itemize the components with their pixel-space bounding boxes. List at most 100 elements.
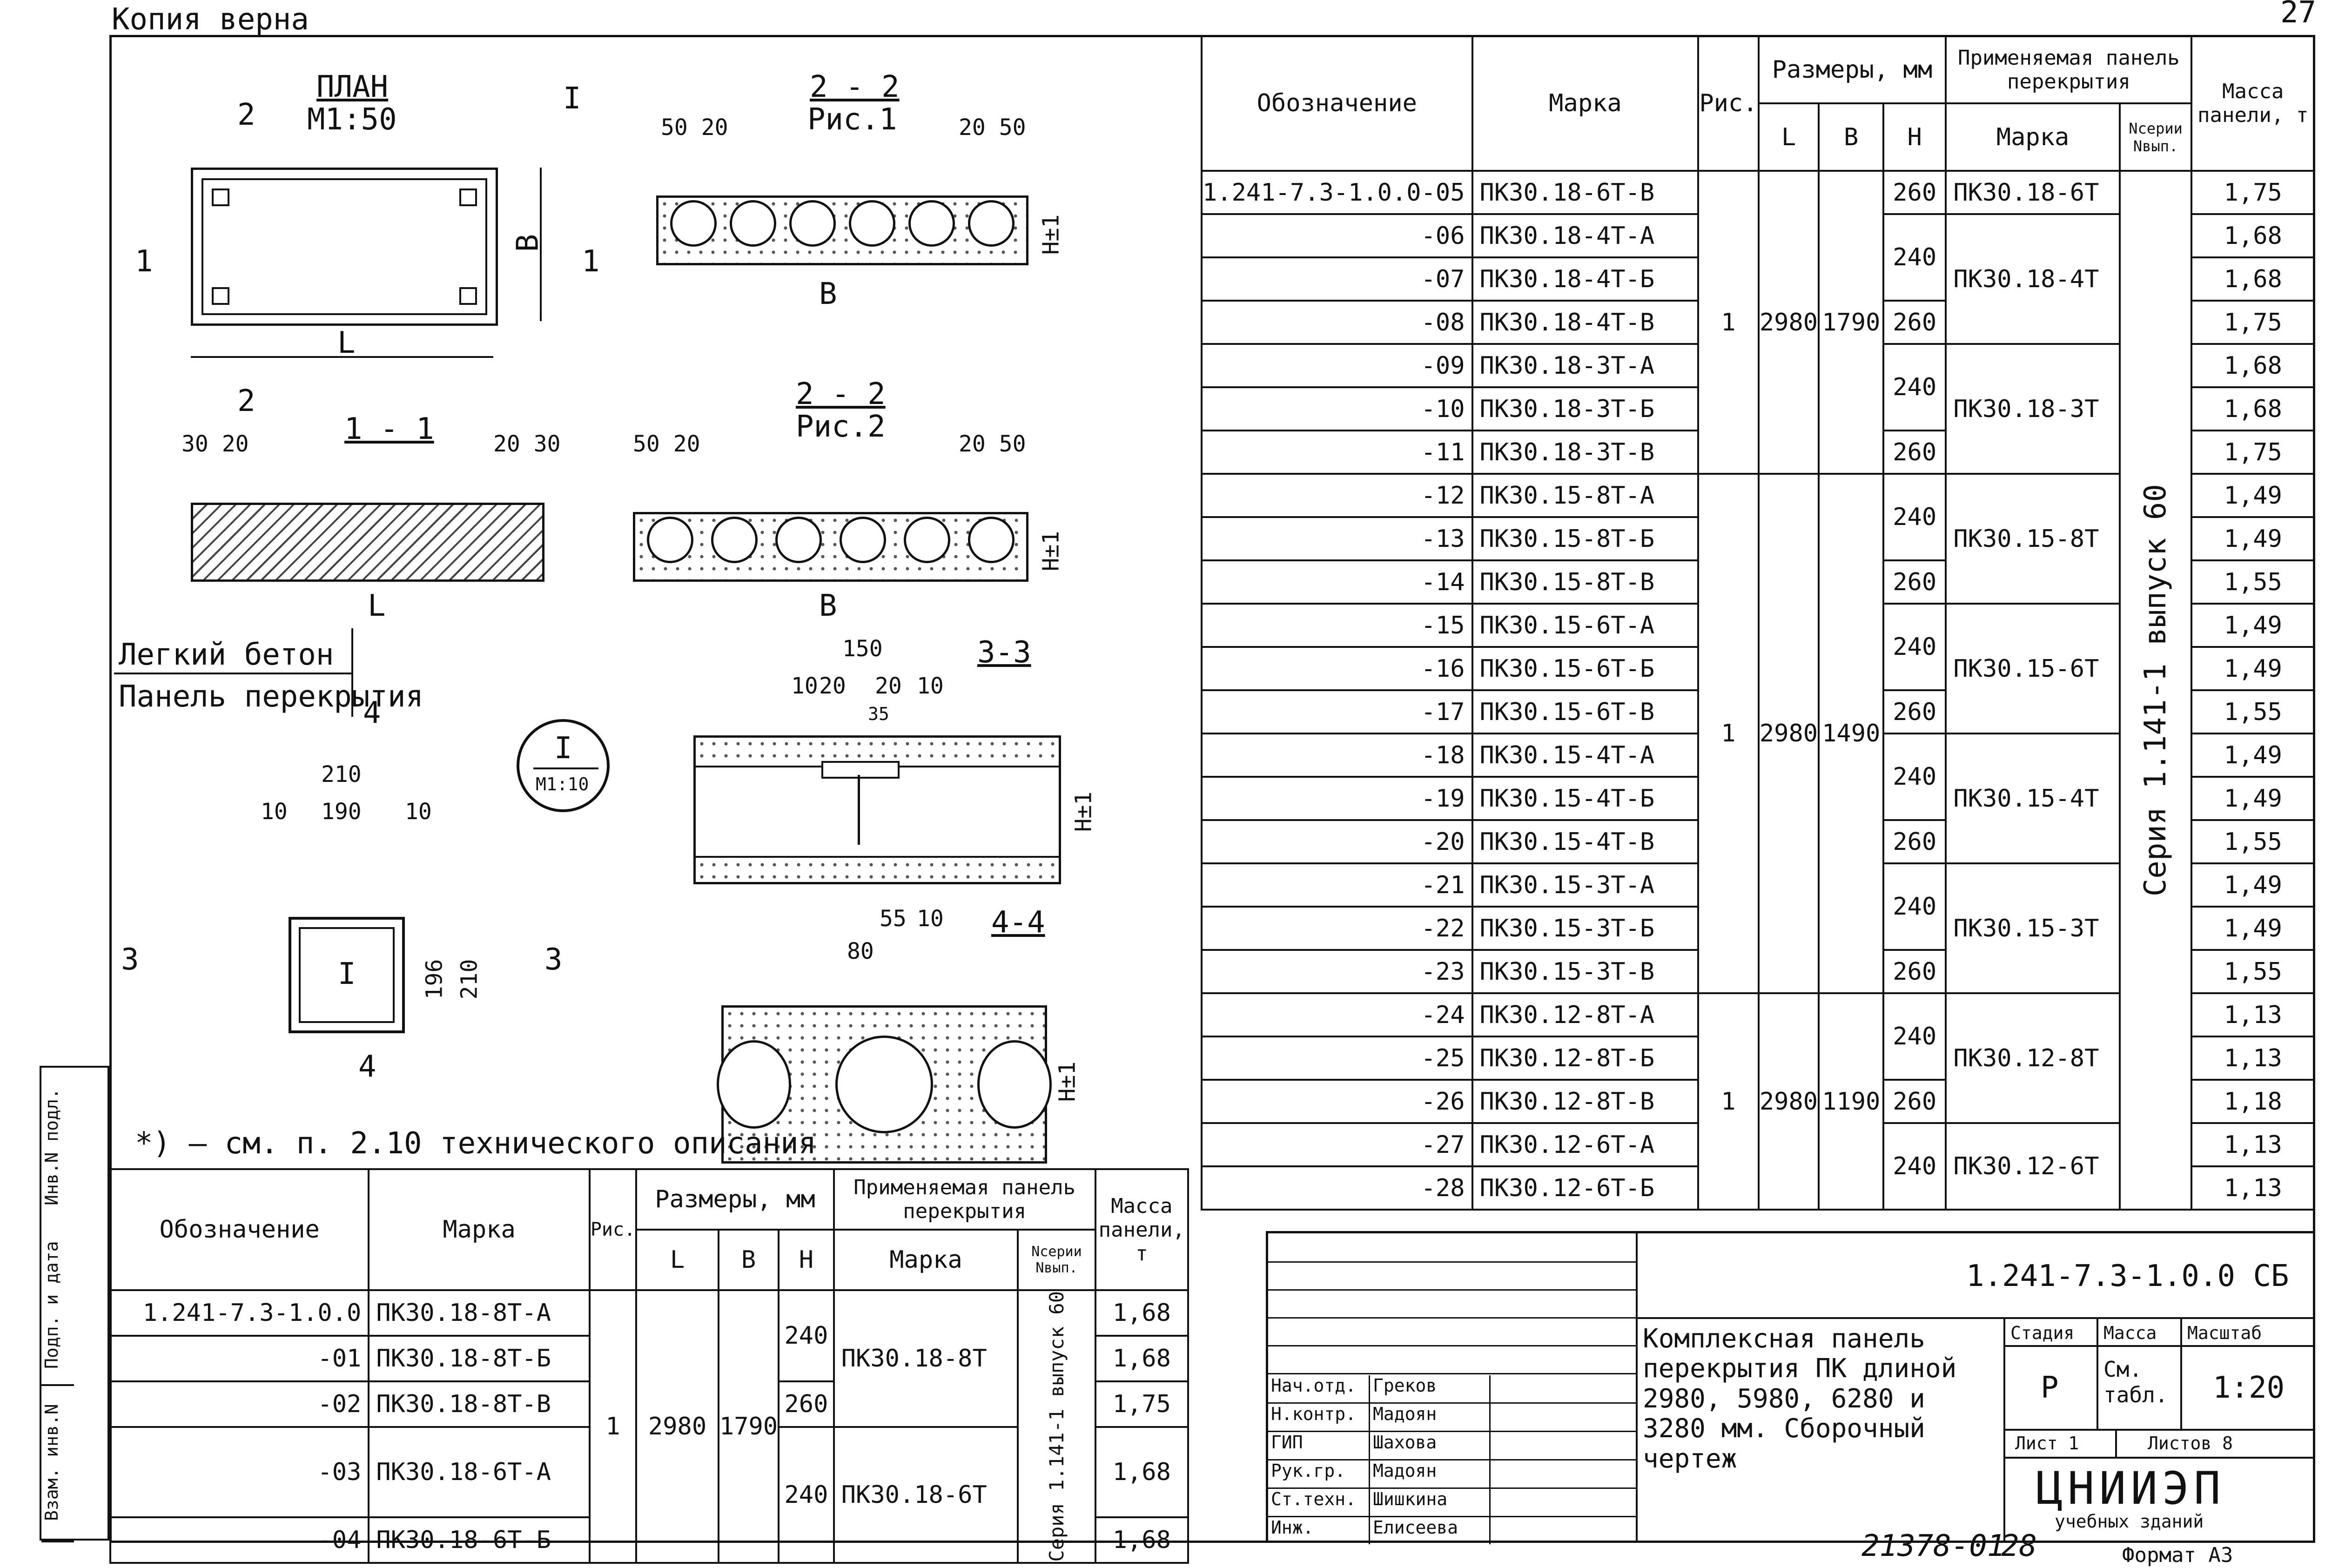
legend-panel: Панель перекрытия — [119, 680, 424, 714]
plan-dim-line-L — [191, 356, 493, 358]
cell-applied: ПК30.18-8Т — [833, 1289, 1019, 1428]
cell-H-240: 240 — [1882, 862, 1947, 951]
cell-mark: ПК30.18-4Т-В — [1471, 300, 1700, 345]
section-33-body — [693, 735, 1061, 884]
cell-applied: ПК30.15-6Т — [1945, 603, 2121, 734]
detail-square-I: I — [338, 957, 356, 991]
cell-mark: ПК30.18-8Т-А — [368, 1289, 591, 1337]
cell-designation: -21 — [1201, 862, 1473, 908]
cell-applied: ПК30.18-4Т — [1945, 213, 2121, 345]
cell-L-g1: 2980 — [1757, 170, 1820, 475]
section-11-body — [191, 503, 544, 582]
cell-mark: ПК30.15-4Т-В — [1471, 819, 1700, 864]
cell-designation: -16 — [1201, 646, 1473, 691]
cell-H: 260 — [1882, 689, 1947, 734]
cell-mass: 1,68 — [2191, 213, 2315, 258]
cell-mark: ПК30.15-4Т-Б — [1471, 776, 1700, 821]
dim-80: 80 — [847, 938, 874, 964]
left-spec-table: Обозначение Марка Рис. Размеры, мм Приме… — [109, 1168, 1189, 1564]
stage-header: Стадия — [2010, 1323, 2075, 1343]
th-B: B — [1818, 102, 1884, 172]
cell-B-g1: 1790 — [1818, 170, 1884, 475]
th-H: H — [778, 1229, 835, 1291]
cell-designation: -08 — [1201, 300, 1473, 345]
cell-applied: ПК30.18-3Т — [1945, 343, 2121, 475]
cell-series-note: Серия 1.141-1 выпуск 60 — [2118, 170, 2193, 1211]
th-fig: Рис. — [588, 1168, 638, 1291]
cell-mark: ПК30.18-8Т-В — [368, 1380, 591, 1428]
cell-H-240: 240 — [778, 1426, 835, 1564]
sig-role: Рук.гр. — [1268, 1460, 1370, 1487]
section-mark-2-top: 2 — [237, 98, 255, 132]
dim-150: 150 — [842, 636, 883, 662]
series-note-text: Серия 1.141-1 выпуск 60 — [1045, 1291, 1068, 1562]
cell-mass: 1,75 — [2191, 430, 2315, 475]
stamp-inv-number: Инв.N подл. — [41, 1088, 62, 1205]
cell-applied: ПК30.15-8Т — [1945, 473, 2121, 605]
cell-L-g2: 2980 — [1757, 473, 1820, 994]
cell-applied: ПК30.12-6Т — [1945, 1122, 2121, 1211]
dim-10-44: 10 — [917, 906, 944, 932]
cell-mark: ПК30.18-4Т-А — [1471, 213, 1700, 258]
cell-mass: 1,55 — [2191, 559, 2315, 605]
dim-20-50-b: 20 50 — [959, 431, 1026, 457]
section-22-fig1-dim-B: B — [819, 277, 837, 311]
cell-designation: 1.241-7.3-1.0.0-05 — [1201, 170, 1473, 215]
th-mark: Марка — [1471, 35, 1700, 172]
org-name: ЦНИИЭП — [2036, 1462, 2225, 1514]
dim-210-side: 210 — [456, 959, 483, 1000]
cell-designation: -20 — [1201, 819, 1473, 864]
th-applied-panel: Применяемая панель перекрытия — [1945, 35, 2193, 104]
cell-mass: 1,68 — [1094, 1289, 1189, 1337]
section-mark-2-bottom: 2 — [237, 384, 255, 418]
cell-mass: 1,13 — [2191, 1036, 2315, 1081]
cell-designation: -23 — [1201, 949, 1473, 994]
section-mark-4-top: 4 — [363, 696, 381, 730]
dim-210-top: 210 — [321, 761, 362, 787]
th-applied-mark: Марка — [833, 1229, 1019, 1291]
cell-designation: -03 — [109, 1426, 370, 1518]
cell-fig-g2: 1 — [1697, 473, 1760, 994]
cell-mass: 1,68 — [1094, 1426, 1189, 1518]
section-22-title: 2 - 2 — [810, 70, 900, 104]
cell-mass: 1,49 — [2191, 733, 2315, 778]
cell-series-note: Серия 1.141-1 выпуск 60 — [1017, 1289, 1096, 1564]
cell-applied: ПК30.12-8Т — [1945, 992, 2121, 1124]
cell-designation: -10 — [1201, 386, 1473, 431]
cell-designation: -27 — [1201, 1122, 1473, 1167]
doc-description: Комплексная панель перекрытия ПК длиной … — [1643, 1324, 1957, 1474]
cell-mass: 1,55 — [2191, 949, 2315, 994]
dim-35: 35 — [868, 704, 889, 724]
cell-mark: ПК30.15-3Т-В — [1471, 949, 1700, 994]
cell-designation: -13 — [1201, 516, 1473, 561]
cell-mark: ПК30.15-6Т-Б — [1471, 646, 1700, 691]
legend-light-concrete: Легкий бетон — [119, 638, 334, 672]
stamp-replace-inv: Взам. инв.N — [41, 1384, 74, 1542]
cell-H-260: 260 — [778, 1380, 835, 1428]
th-sizes: Размеры, мм — [635, 1168, 835, 1231]
cell-mass: 1,75 — [2191, 300, 2315, 345]
scale-header: Масштаб — [2187, 1323, 2262, 1343]
section-44-dim-H: H±1 — [1054, 1061, 1081, 1102]
cell-H: 260 — [1882, 819, 1947, 864]
plan-dim-B: B — [511, 234, 545, 252]
cell-mark: ПК30.15-8Т-Б — [1471, 516, 1700, 561]
cell-designation: -22 — [1201, 906, 1473, 951]
format-label: Формат А3 — [2122, 1543, 2233, 1567]
section-11-title: 1 - 1 — [344, 412, 434, 446]
dim-55: 55 — [880, 906, 907, 932]
dim-20-33b: 20 — [875, 673, 902, 699]
cell-H-240: 240 — [1882, 213, 1947, 302]
sig-role: Инж. — [1268, 1517, 1370, 1544]
cell-L-g3: 2980 — [1757, 992, 1820, 1211]
mass-header: Масса — [2103, 1323, 2157, 1343]
sig-name: Греков — [1370, 1375, 1491, 1402]
cell-designation: -26 — [1201, 1079, 1473, 1124]
legend-leader — [351, 628, 353, 717]
node-I-label: I — [554, 731, 572, 766]
cell-designation: -06 — [1201, 213, 1473, 258]
cell-mass: 1,49 — [2191, 516, 2315, 561]
page-number: 27 — [2280, 0, 2317, 30]
cell-designation: -25 — [1201, 1036, 1473, 1081]
cell-H-240: 240 — [1882, 473, 1947, 561]
